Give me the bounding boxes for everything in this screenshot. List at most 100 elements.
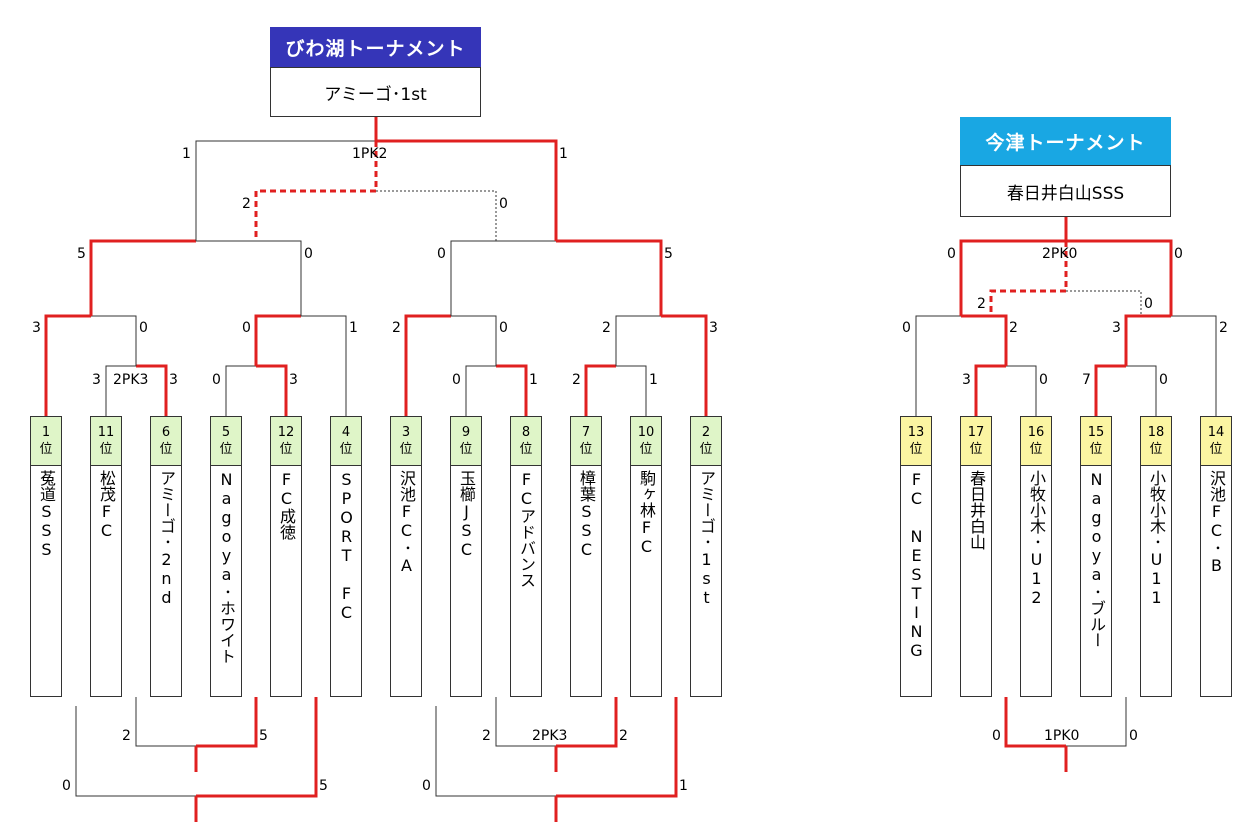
team-name: FC成徳: [277, 470, 296, 540]
rank-suffix: 位: [159, 442, 173, 457]
rank-suffix: 位: [1089, 442, 1103, 457]
rank-number: 1: [41, 425, 51, 440]
score-label: 0: [1129, 728, 1138, 744]
score-label: 0: [139, 320, 148, 336]
l-r1-a: [105, 365, 136, 416]
score-label: 3: [169, 372, 178, 388]
score-label: 1: [349, 320, 358, 336]
score-label: 2PK3: [113, 372, 149, 388]
r-c-a: [1004, 697, 1066, 748]
l-3rd-a: [254, 141, 378, 241]
rank-suffix: 位: [1209, 442, 1223, 457]
score-label: 3: [92, 372, 101, 388]
l-r1-g: [584, 364, 616, 416]
score-label: 3: [32, 320, 41, 336]
rank-suffix: 位: [639, 442, 653, 457]
rank-suffix: 位: [909, 442, 923, 457]
r-s2-b: [1171, 315, 1217, 416]
score-label: 2: [1219, 320, 1228, 336]
r-r1-b: [1006, 365, 1037, 416]
score-label: 1PK0: [1044, 728, 1080, 744]
team-name: SPORT FC: [337, 470, 356, 622]
l-s2-b: [556, 239, 663, 316]
score-label: 0: [499, 320, 508, 336]
l-c4-b: [556, 697, 678, 798]
l-r1-b: [136, 364, 168, 416]
l-c4-a: [435, 706, 556, 797]
score-label: 1: [182, 146, 191, 162]
r-s1-b: [961, 314, 1008, 366]
rank-badge: 14 位: [1201, 417, 1231, 466]
rank-suffix: 位: [219, 442, 233, 457]
team-name: 春日井白山: [967, 470, 986, 550]
team-name: 沢池FC･A: [397, 470, 416, 575]
score-label: 1PK2: [352, 146, 388, 162]
team-name: アミーゴ･2nd: [157, 470, 176, 607]
l-c1-b: [196, 697, 258, 748]
rank-suffix: 位: [579, 442, 593, 457]
r-r1-d: [1126, 365, 1157, 416]
l-q4-b: [661, 314, 708, 416]
score-label: 1: [529, 372, 538, 388]
rank-number: 15: [1087, 425, 1105, 440]
l-r1-h: [616, 365, 647, 416]
score-label: 0: [242, 320, 251, 336]
l-q2-a: [254, 314, 301, 366]
l-q3-b: [451, 315, 497, 366]
rank-suffix: 位: [699, 442, 713, 457]
l-q4-a: [615, 315, 661, 366]
score-label: 2PK0: [1042, 246, 1078, 262]
score-label: 5: [77, 246, 86, 262]
l-r1-e: [465, 365, 496, 416]
score-label: 2PK3: [532, 728, 568, 744]
rank-suffix: 位: [969, 442, 983, 457]
l-r1-d: [256, 364, 288, 416]
rank-number: 14: [1207, 425, 1225, 440]
score-label: 2: [482, 728, 491, 744]
score-label: 2: [977, 296, 986, 312]
r-3rd-a: [989, 241, 1068, 316]
score-label: 7: [1082, 372, 1091, 388]
score-label: 1: [679, 778, 688, 794]
l-r1-c: [225, 365, 256, 416]
l-f-a: [195, 140, 376, 241]
rank-suffix: 位: [39, 442, 53, 457]
rank-number: 10: [637, 425, 655, 440]
team-name: 樟葉SSC: [577, 470, 596, 559]
rank-suffix: 位: [459, 442, 473, 457]
team-name: 駒ヶ林FC: [637, 470, 656, 556]
rank-badge: 15 位: [1081, 417, 1111, 466]
team-name: 松茂FC: [97, 470, 116, 540]
score-label: 0: [1039, 372, 1048, 388]
rank-number: 6: [161, 425, 171, 440]
l-q2-b: [301, 315, 347, 416]
score-label: 0: [1144, 296, 1153, 312]
score-label: 0: [62, 778, 71, 794]
l-s1-b: [196, 240, 302, 316]
rank-suffix: 位: [279, 442, 293, 457]
score-label: 2: [1009, 320, 1018, 336]
rank-number: 4: [341, 425, 351, 440]
r-r1-c: [1094, 364, 1126, 416]
r-s1-a: [915, 315, 961, 416]
